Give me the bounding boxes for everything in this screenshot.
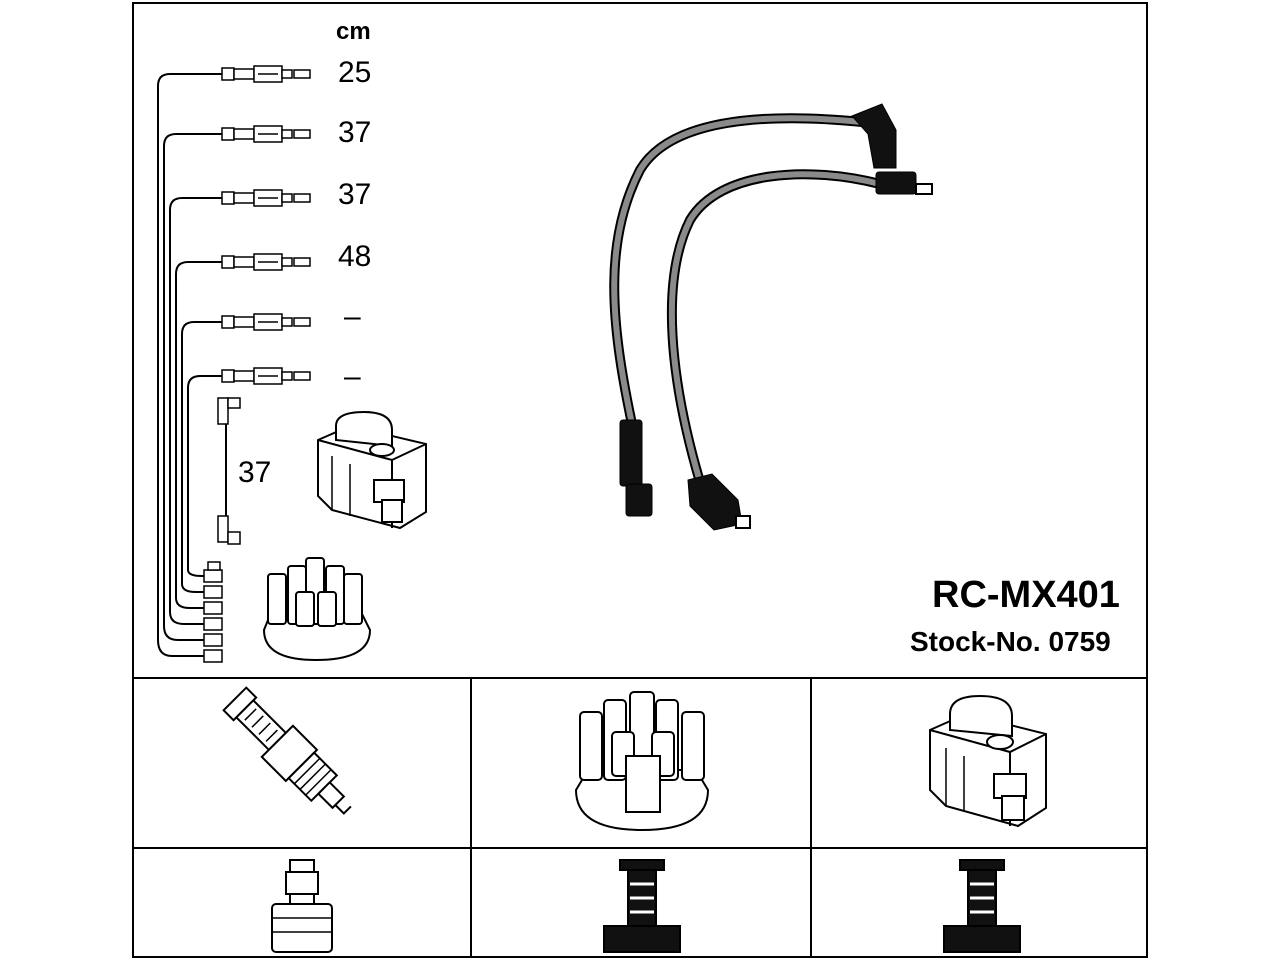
cable-connector-icon	[221, 253, 311, 271]
coil-lead-length: 37	[238, 456, 272, 489]
cable-connector-icon	[221, 65, 311, 83]
unit-label: cm	[336, 18, 371, 45]
ignition-coil-icon	[317, 410, 427, 530]
stock-number: Stock-No. 0759	[910, 626, 1111, 657]
diagram-frame	[132, 2, 1148, 958]
cable-connector-icon	[221, 367, 311, 385]
cable-length-1: 25	[338, 56, 372, 89]
grid-lines	[132, 677, 1148, 958]
cable-connector-icon	[221, 313, 311, 331]
cable-length-6: –	[344, 360, 361, 393]
distributor-cap-icon	[574, 691, 710, 832]
cable-length-2: 37	[338, 116, 372, 149]
cable-connector-icon	[221, 125, 311, 143]
product-code: RC-MX401	[932, 574, 1120, 616]
coil-terminal-icon	[943, 859, 1021, 953]
distributor-terminal-icon	[603, 859, 681, 953]
cable-length-5: –	[344, 300, 361, 333]
cable-length-3: 37	[338, 178, 372, 211]
ignition-cable-set-icon	[157, 65, 311, 663]
spark-plug-terminal-icon	[271, 859, 333, 953]
cable-length-4: 48	[338, 240, 372, 273]
ignition-coil-icon	[929, 694, 1047, 828]
ignition-cable-pair-icon	[609, 103, 933, 531]
spark-plug-icon	[222, 686, 352, 815]
distributor-cap-icon	[262, 557, 372, 662]
cable-connector-icon	[221, 189, 311, 207]
